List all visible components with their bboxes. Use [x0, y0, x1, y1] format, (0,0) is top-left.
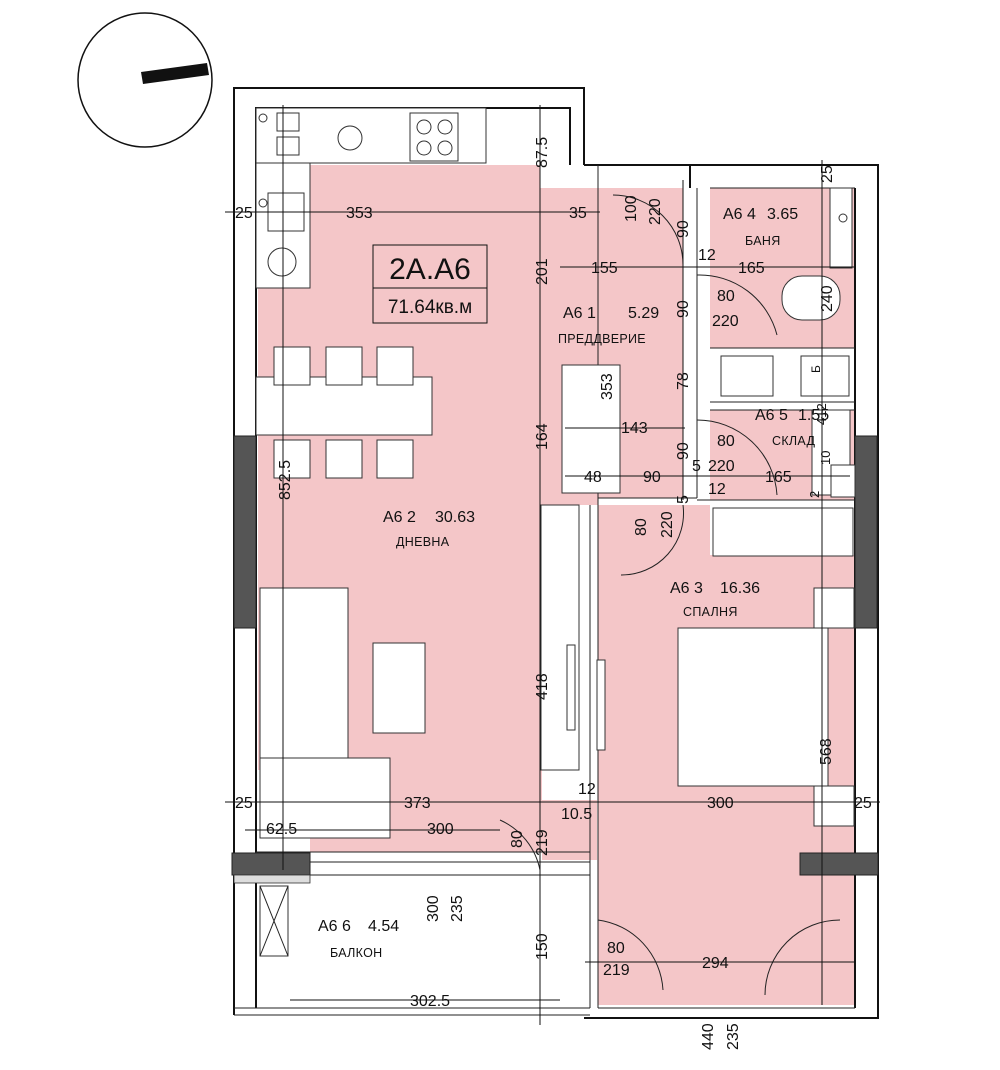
dimension-labels: 25 353 35 155 165 12 80 220 143 80 220 4…: [235, 205, 872, 1010]
sofa: [259, 587, 426, 839]
wardrobe: [540, 364, 621, 771]
room-a6-1-area: 5.29: [628, 305, 659, 322]
room-a6-4-id: A6 4: [723, 206, 756, 223]
window-jambs: [231, 435, 879, 884]
dim-235: 235: [449, 895, 466, 922]
dim-100: 100: [623, 195, 640, 222]
dim-240: 240: [819, 285, 836, 312]
dim-235: 235: [725, 1023, 742, 1050]
dim-143: 143: [621, 420, 648, 437]
dim-48: 48: [584, 469, 602, 486]
dim-25: 25: [854, 795, 872, 812]
dim-10: 10: [818, 451, 833, 465]
dim-90: 90: [675, 442, 692, 460]
dim-201: 201: [534, 258, 551, 285]
dim-80: 80: [717, 288, 735, 305]
dim-353: 353: [599, 373, 616, 400]
dim-412: 412: [814, 403, 829, 425]
dim-353: 353: [346, 205, 373, 222]
dim-80: 80: [509, 830, 526, 848]
dim-12: 12: [698, 247, 716, 264]
dim-219: 219: [534, 829, 551, 856]
dim-12: 12: [578, 781, 596, 798]
room-a6-1-name: ПРЕДДВЕРИЕ: [558, 332, 646, 346]
dim-165: 165: [765, 469, 792, 486]
dim-440: 440: [700, 1023, 717, 1050]
room-labels: A6 1 5.29 ПРЕДДВЕРИЕ A6 2 30.63 ДНЕВНА A…: [318, 206, 829, 960]
dim-418: 418: [534, 673, 551, 700]
dim-220: 220: [647, 198, 664, 225]
room-a6-6-area: 4.54: [368, 918, 399, 935]
dim-90: 90: [675, 300, 692, 318]
door-swings: [499, 194, 841, 996]
room-a6-5-area: 1.55: [798, 407, 829, 424]
dining-set: [255, 346, 433, 479]
room-a6-3-id: A6 3: [670, 580, 703, 597]
dim-90: 90: [675, 220, 692, 238]
bathroom-fixtures: [720, 187, 856, 498]
balcony-details: [259, 885, 289, 957]
dim-35: 35: [569, 205, 587, 222]
dim-80: 80: [607, 940, 625, 957]
dim-25: 25: [235, 795, 253, 812]
dim-302-5: 302.5: [410, 993, 450, 1010]
room-a6-4-name: БАНЯ: [745, 234, 781, 248]
dim-300: 300: [707, 795, 734, 812]
dim-150: 150: [534, 933, 551, 960]
apartment-code: 2A.A6: [389, 253, 471, 286]
room-a6-5-id: A6 5: [755, 407, 788, 424]
room-a6-6-id: A6 6: [318, 918, 351, 935]
dim-90: 90: [643, 469, 661, 486]
dim-5: 5: [692, 458, 701, 475]
dim-164: 164: [534, 423, 551, 450]
dim-10-5: 10.5: [561, 806, 592, 823]
dim-220: 220: [708, 458, 735, 475]
dim-373: 373: [404, 795, 431, 812]
north-compass: [77, 12, 213, 148]
dim-220: 220: [659, 511, 676, 538]
dim-78: 78: [675, 372, 692, 390]
dim-25: 25: [235, 205, 253, 222]
dim-12: 12: [708, 481, 726, 498]
room-a6-1-id: A6 1: [563, 305, 596, 322]
dim-5: 5: [675, 495, 692, 504]
dim-80: 80: [633, 518, 650, 536]
dim-220: 220: [712, 313, 739, 330]
dim-219: 219: [603, 962, 630, 979]
dim-300: 300: [427, 821, 454, 838]
apartment-title-block: 2A.A6 71.64кв.м: [372, 244, 488, 324]
room-a6-2-name: ДНЕВНА: [396, 535, 450, 549]
dim-294: 294: [702, 955, 729, 972]
dim-2: 2: [807, 491, 822, 498]
dim-155: 155: [591, 260, 618, 277]
dim-87-5: 87.5: [534, 137, 551, 168]
room-a6-4-area: 3.65: [767, 206, 798, 223]
storage-letter: Б: [809, 365, 823, 373]
room-a6-5-name: СКЛАД: [772, 434, 815, 448]
room-a6-3-name: СПАЛНЯ: [683, 605, 738, 619]
dim-852-5: 852.5: [277, 460, 294, 500]
dim-165: 165: [738, 260, 765, 277]
dim-568: 568: [818, 738, 835, 765]
dimension-lines: [225, 105, 880, 1025]
dim-80: 80: [717, 433, 735, 450]
dim-62-5: 62.5: [266, 821, 297, 838]
room-a6-3-area: 16.36: [720, 580, 760, 597]
room-a6-6-name: БАЛКОН: [330, 946, 382, 960]
dim-25: 25: [819, 165, 836, 183]
dim-300: 300: [425, 895, 442, 922]
bed: [677, 507, 855, 827]
room-a6-2-id: A6 2: [383, 509, 416, 526]
apartment-area: 71.64кв.м: [388, 297, 472, 318]
dimension-labels-vertical: 87.5 201 100 220 90 25 240 90 353 78 90 …: [277, 137, 836, 1050]
room-a6-2-area: 30.63: [435, 509, 475, 526]
